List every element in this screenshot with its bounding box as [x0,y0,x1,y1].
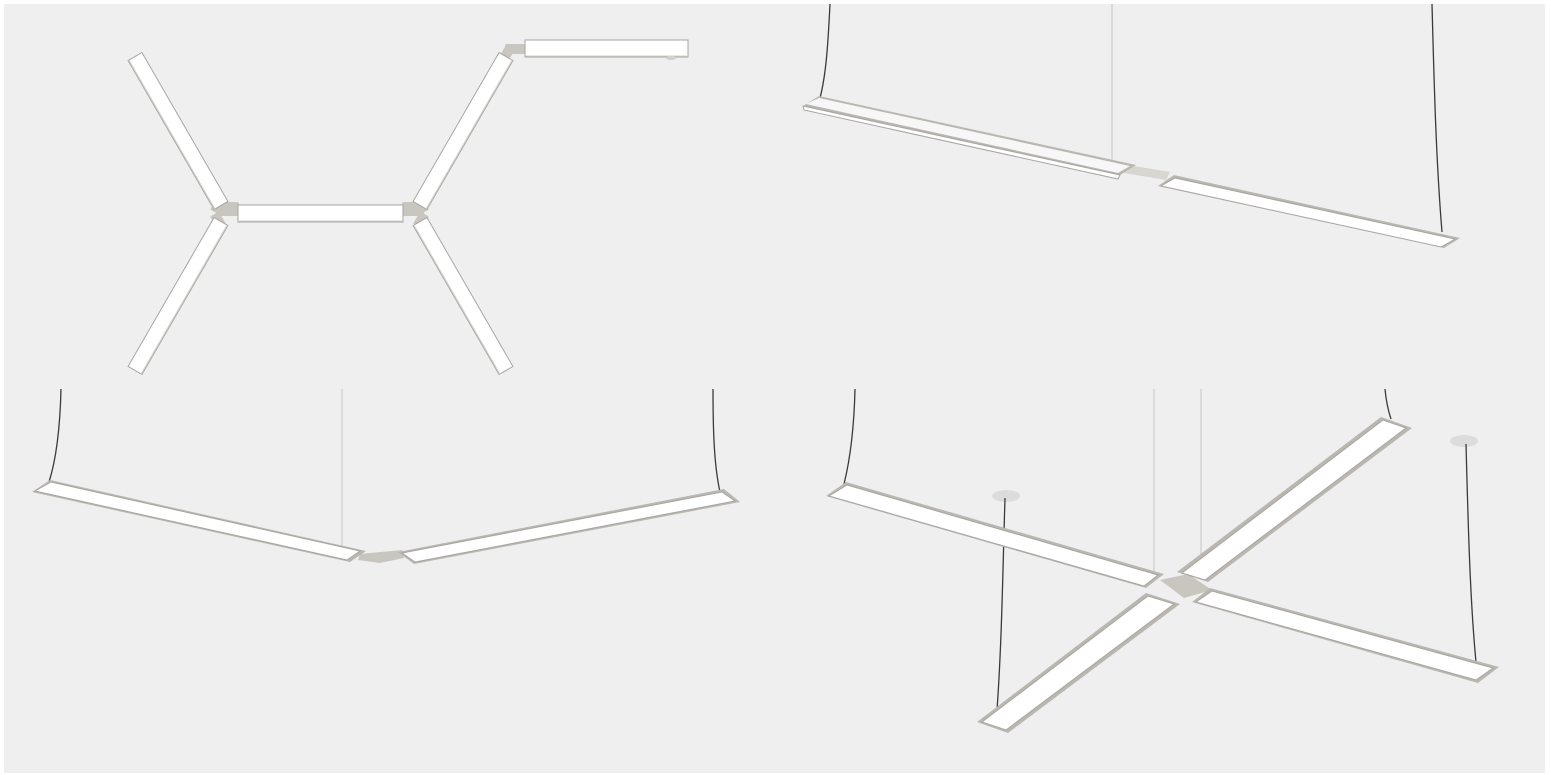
v-shaped-pendant [32,388,740,564]
fixture-center [237,204,404,223]
cable-left [819,3,831,99]
fixture-cross-back-right [1177,417,1412,582]
background [4,4,1545,773]
cable-v-left [48,388,62,483]
fixture-straight-left [802,96,1136,180]
cable-right [1431,3,1443,233]
fixture-straight-right [1158,175,1460,248]
canopy-left [992,490,1020,502]
hexagon-top-view [127,39,689,376]
fixture-v-left [32,480,366,562]
fixture-cross-front-left [977,593,1180,733]
fixture-top-right [524,39,689,60]
fixture-cross-back-left [826,482,1164,588]
fixture-cross-front-right [1192,588,1499,683]
fixture-v-right [398,489,740,564]
cable-v-right [712,388,721,493]
straight-pendant-pair [802,3,1460,248]
fixture-lower-right [412,216,514,376]
canopy-right [1450,435,1478,447]
cable-cross-top-left [843,388,856,485]
connector-v-joint [358,550,404,563]
cable-cross-top-right [1384,388,1392,420]
fixture-upper-right [412,51,514,211]
cable-cross-front-right [1465,443,1477,663]
connector-cross-hub [1160,574,1212,598]
cross-pendant [826,388,1499,733]
fixture-lower-left [127,216,229,376]
connector-middle [1124,165,1170,180]
cable-cross-front-left [996,497,1006,711]
fixture-upper-left [127,51,229,211]
